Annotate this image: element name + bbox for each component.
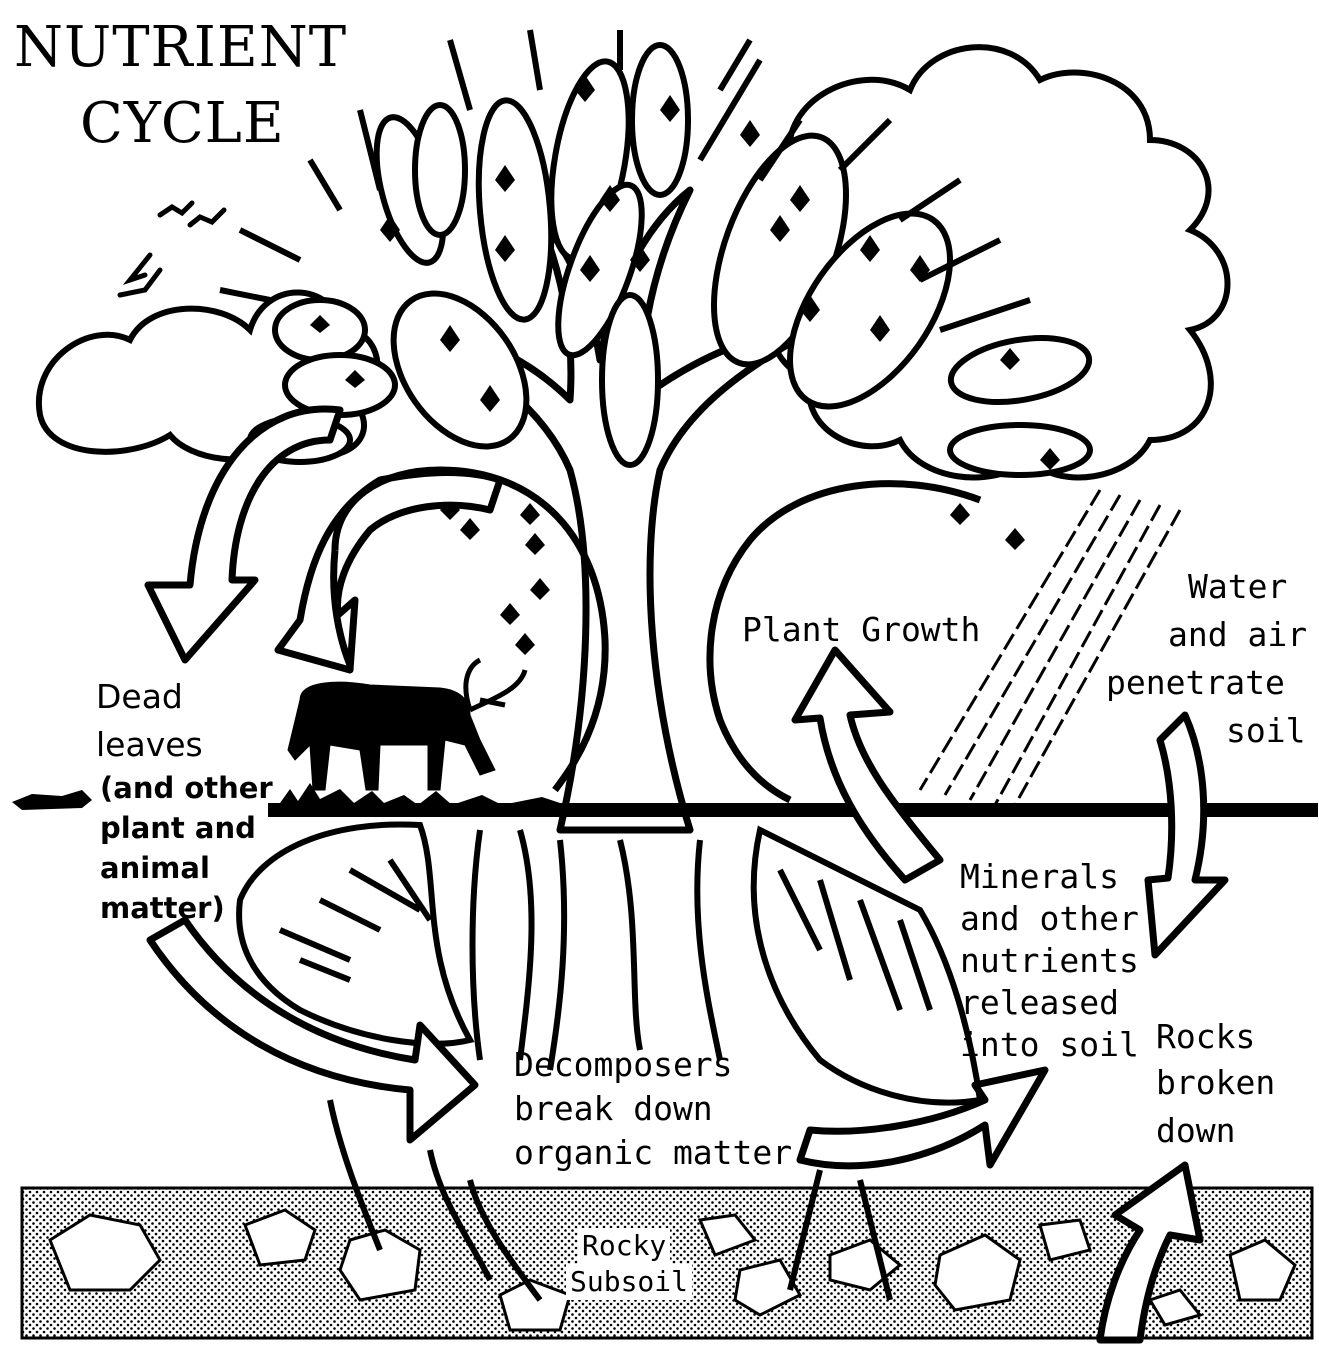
dead-leaves-line-3: (and other	[100, 768, 273, 808]
arrow-water-penetrate	[1148, 715, 1225, 955]
dead-leaves-line-5: animal	[100, 848, 210, 888]
title-line-2: CYCLE	[80, 92, 285, 156]
deer-silhouette	[288, 660, 525, 790]
rocks-line-2: broken	[1156, 1062, 1275, 1104]
minerals-line-5: into soil	[960, 1024, 1139, 1066]
minerals-line-4: released	[960, 982, 1119, 1024]
minerals-line-1: Minerals	[960, 856, 1119, 898]
subsoil-line-1: Rocky	[578, 1228, 670, 1264]
water-air-line-2: and air	[1168, 614, 1307, 656]
dead-leaves-line-6: matter)	[100, 888, 225, 928]
label-plant-growth: Plant Growth	[742, 609, 980, 651]
minerals-line-3: nutrients	[960, 940, 1139, 982]
arrow-plant-growth	[795, 650, 940, 880]
minerals-line-2: and other	[960, 898, 1139, 940]
subsoil-line-2: Subsoil	[566, 1264, 692, 1300]
decomposers-line-2: break down	[514, 1088, 713, 1130]
water-air-line-1: Water	[1188, 566, 1287, 608]
rocks-line-1: Rocks	[1156, 1016, 1255, 1058]
title-line-1: NUTRIENT	[14, 16, 347, 80]
water-air-line-3: penetrate	[1106, 662, 1285, 704]
rocks-line-3: down	[1156, 1110, 1235, 1152]
dead-leaves-line-1: Dead	[96, 676, 183, 718]
dead-leaves-line-4: plant and	[100, 808, 256, 848]
water-air-line-4: soil	[1226, 710, 1305, 752]
decomposers-line-3: organic matter	[514, 1132, 792, 1174]
birds	[120, 203, 224, 295]
dead-leaves-line-2: leaves	[96, 724, 203, 766]
decomposers-line-1: Decomposers	[514, 1044, 733, 1086]
